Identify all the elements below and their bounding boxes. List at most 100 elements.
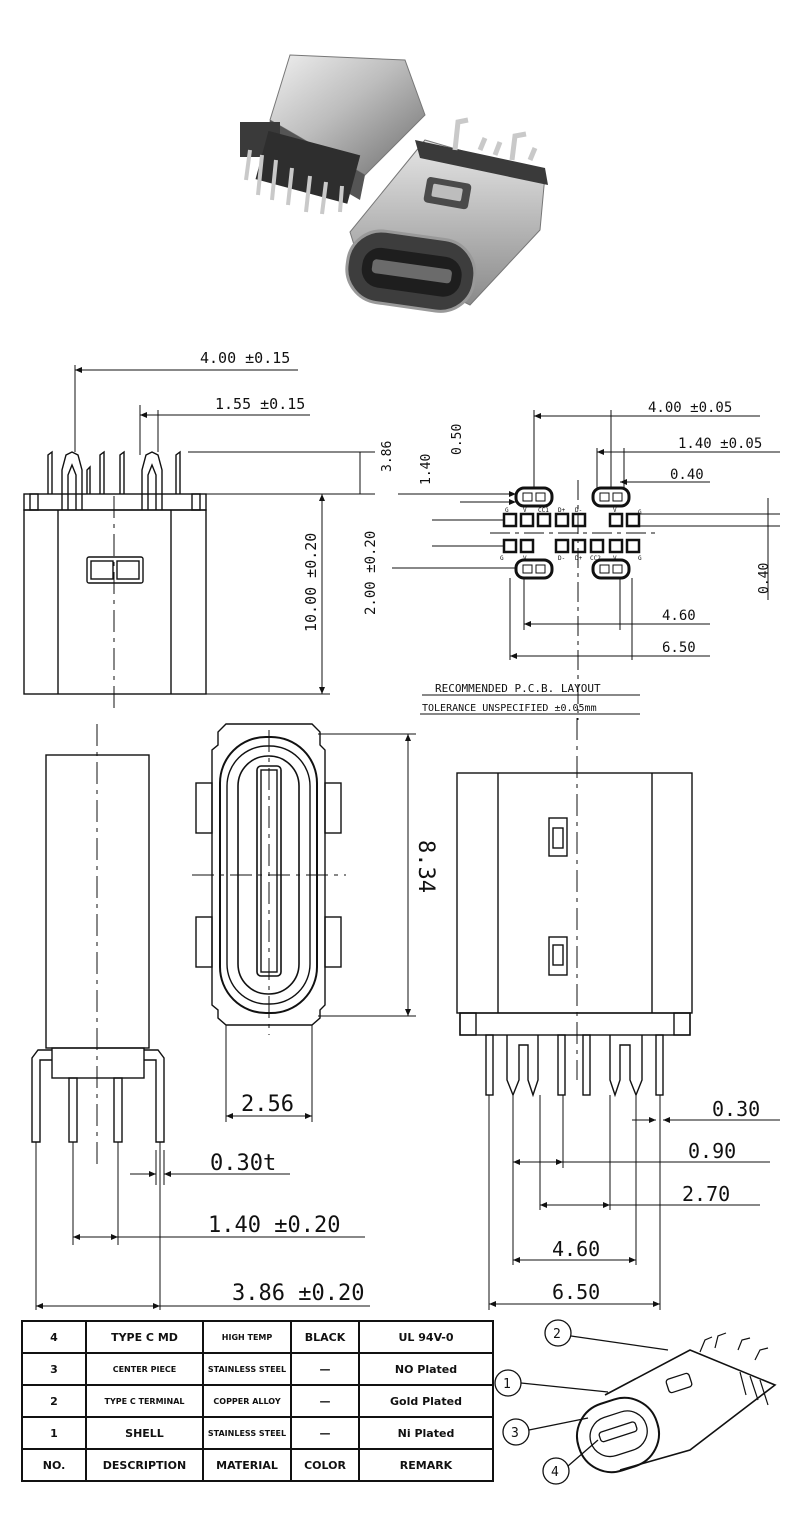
- pad-label: G: [505, 507, 509, 514]
- pad-label: V: [613, 507, 617, 514]
- callout-circle-3: [502, 1418, 530, 1446]
- pad-label: CC2: [590, 555, 601, 562]
- back-view: [456, 718, 780, 1310]
- dim-pin-pitch-front: 1.55 ±0.15: [215, 395, 305, 413]
- pad-label: D+: [558, 507, 566, 514]
- dim-opening-width: 2.56: [241, 1092, 294, 1117]
- bom-cell-remark: Ni Plated: [358, 1416, 494, 1450]
- bom-header-material: MATERIAL: [202, 1448, 292, 1482]
- dim-pcb-400: 4.00 ±0.05: [648, 400, 732, 416]
- dim-back-270: 2.70: [682, 1182, 730, 1206]
- pad-label: D+: [575, 555, 583, 562]
- pcb-layout: [392, 410, 780, 720]
- pcb-pads-bottom: [502, 538, 641, 554]
- bom-header-remark: REMARK: [358, 1448, 494, 1482]
- front-view-pins: [47, 450, 181, 510]
- front-view-window: [86, 556, 144, 584]
- photo-connector-back: [240, 54, 426, 215]
- pad-label: G: [638, 509, 642, 516]
- dim-back-030: 0.30: [712, 1097, 760, 1121]
- bom-cell-material: STAINLESS STEEL: [202, 1352, 292, 1386]
- pad-label: V: [523, 507, 527, 514]
- opening-view: [192, 723, 416, 1122]
- dim-pcb-386: 3.86: [380, 441, 395, 472]
- dim-back-090: 0.90: [688, 1139, 736, 1163]
- bom-cell-no: 3: [21, 1352, 87, 1386]
- pcb-slot-bottom-right: [591, 558, 631, 580]
- bom-cell-description: TYPE C TERMINAL: [85, 1384, 204, 1418]
- dim-height-front: 10.00 ±0.20: [302, 533, 320, 632]
- bom-cell-description: TYPE C MD: [85, 1320, 204, 1354]
- bom-cell-no: 1: [21, 1416, 87, 1450]
- pad-label: D-: [575, 507, 582, 514]
- callout-label: 1: [503, 1377, 511, 1392]
- bom-cell-description: CENTER PIECE: [85, 1352, 204, 1386]
- table-row: 1 SHELL STAINLESS STEEL — Ni Plated: [21, 1416, 494, 1450]
- pad-label: G: [638, 555, 642, 562]
- pcb-slot-top-right: [591, 486, 631, 508]
- dim-pcb-050: 0.50: [450, 424, 465, 455]
- product-photo: [240, 54, 548, 313]
- pcb-pad-labels: G V CC1 D+ D- V G G V D- D+ CC2 V G: [500, 507, 642, 562]
- dim-back-460: 4.60: [552, 1237, 600, 1261]
- table-row: 2 TYPE C TERMINAL COPPER ALLOY — Gold Pl…: [21, 1384, 494, 1418]
- table-row: 3 CENTER PIECE STAINLESS STEEL — NO Plat…: [21, 1352, 494, 1386]
- bom-header-no: NO.: [21, 1448, 87, 1482]
- bom-cell-description: SHELL: [85, 1416, 204, 1450]
- dim-width-front: 4.00 ±0.15: [200, 349, 290, 367]
- bom-header-color: COLOR: [290, 1448, 360, 1482]
- pad-label: D-: [558, 555, 565, 562]
- bom-cell-color: BLACK: [290, 1320, 360, 1354]
- bom-cell-color: —: [290, 1352, 360, 1386]
- dim-pcb-460: 4.60: [662, 608, 696, 624]
- dim-pcb-040a: 0.40: [670, 467, 704, 483]
- dim-pcb-140: 1.40 ±0.05: [678, 436, 762, 452]
- dim-pcb-650: 6.50: [662, 640, 696, 656]
- side-view: [31, 724, 370, 1310]
- dim-thickness: 0.30t: [210, 1151, 276, 1176]
- dim-pcb-200: 2.00 ±0.20: [363, 531, 379, 615]
- pcb-slot-bottom-left: [514, 558, 554, 580]
- bom-cell-material: COPPER ALLOY: [202, 1384, 292, 1418]
- back-view-body: [456, 772, 693, 1014]
- callout-circle-4: [542, 1457, 570, 1485]
- pcb-pads-top: [502, 512, 641, 528]
- back-view-pins: [485, 1034, 664, 1098]
- bom-cell-remark: Gold Plated: [358, 1384, 494, 1418]
- bom-cell-color: —: [290, 1416, 360, 1450]
- callout-label: 2: [553, 1327, 561, 1342]
- bom-cell-remark: NO Plated: [358, 1352, 494, 1386]
- front-view-body: [23, 509, 207, 695]
- front-view: [23, 365, 375, 712]
- pad-label: V: [613, 555, 617, 562]
- bom-header-row: NO. DESCRIPTION MATERIAL COLOR REMARK: [21, 1448, 494, 1482]
- pcb-tolerance-note: TOLERANCE UNSPECIFIED ±0.05mm: [422, 703, 597, 714]
- pad-label: G: [500, 555, 504, 562]
- dim-back-650: 6.50: [552, 1280, 600, 1304]
- callout-label: 3: [511, 1426, 519, 1441]
- callout-circle-2: [544, 1319, 572, 1347]
- pcb-layout-title: RECOMMENDED P.C.B. LAYOUT: [435, 682, 601, 695]
- dim-side-depth: 3.86 ±0.20: [232, 1281, 364, 1306]
- bom-table: 4 TYPE C MD HIGH TEMP BLACK UL 94V-0 3 C…: [21, 1320, 494, 1482]
- photo-connector-front: [345, 117, 548, 313]
- pad-label: CC1: [538, 507, 549, 514]
- iso-opening: [576, 1396, 660, 1474]
- dim-opening-height: 8.34: [413, 840, 438, 893]
- bom-cell-material: STAINLESS STEEL: [202, 1416, 292, 1450]
- bom-header-description: DESCRIPTION: [85, 1448, 204, 1482]
- bom-cell-no: 4: [21, 1320, 87, 1354]
- dim-pcb-040b: 0.40: [757, 563, 772, 594]
- bom-cell-remark: UL 94V-0: [358, 1320, 494, 1354]
- isometric-view: [494, 1319, 777, 1485]
- pad-label: V: [523, 555, 527, 562]
- dim-side-pitch: 1.40 ±0.20: [208, 1213, 340, 1238]
- bom-cell-color: —: [290, 1384, 360, 1418]
- bom-cell-material: HIGH TEMP: [202, 1320, 292, 1354]
- pcb-slot-top-left: [514, 486, 554, 508]
- table-row: 4 TYPE C MD HIGH TEMP BLACK UL 94V-0: [21, 1320, 494, 1354]
- dim-pcb-140v: 1.40: [419, 454, 434, 485]
- callout-label: 4: [551, 1465, 559, 1480]
- bom-cell-no: 2: [21, 1384, 87, 1418]
